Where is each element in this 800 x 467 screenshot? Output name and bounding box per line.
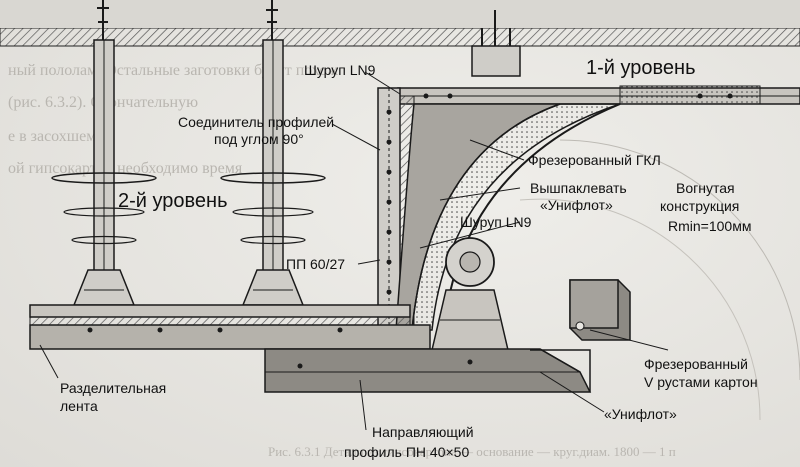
- screws: [87, 93, 733, 369]
- level1-profile: [397, 85, 800, 105]
- label-level-1: 1-й уровень: [586, 57, 696, 79]
- label-milled-v-line2: V рустами картон: [644, 374, 758, 390]
- label-connector-line1: Соединитель профилей: [178, 114, 335, 130]
- hanger-left: [51, 0, 157, 306]
- guide-profile: [264, 348, 592, 393]
- hanger-top: [471, 10, 521, 77]
- label-separator-line2: лента: [60, 398, 98, 414]
- ceiling-slab: [0, 0, 800, 47]
- label-connector-line2: под углом 90°: [214, 131, 304, 147]
- label-concave-line3: Rmin=100мм: [668, 218, 752, 234]
- background-text-line: ный пололам. Остальные заготовки будут п…: [8, 62, 338, 79]
- label-screw-top: Шуруп LN9: [304, 62, 376, 78]
- figure-caption: Рис. 6.3.1 Детали из гипсокартона — осно…: [268, 444, 676, 459]
- v-groove-board: [530, 279, 631, 392]
- label-guide-line1: Направляющий: [372, 424, 474, 440]
- label-screw-mid: Шуруп LN9: [460, 214, 532, 230]
- background-text-line: е в засохшем: [8, 128, 97, 145]
- label-milled-gkl: Фрезерованный ГКЛ: [528, 152, 661, 168]
- label-concave-line2: конструкция: [660, 198, 740, 214]
- label-putty-line2: «Унифлот»: [540, 197, 613, 213]
- label-milled-v-line1: Фрезерованный: [644, 356, 748, 372]
- hanger-right: [220, 0, 326, 306]
- label-putty-line1: Вышпаклевать: [530, 180, 627, 196]
- label-level-2: 2-й уровень: [118, 190, 228, 212]
- bending-roller: [431, 237, 509, 351]
- label-concave-line1: Вогнутая: [676, 180, 735, 196]
- leader-lines: [39, 71, 669, 431]
- label-guide-line2: профиль ПН 40×50: [344, 444, 470, 460]
- label-profile-pp: ПП 60/27: [286, 256, 346, 272]
- label-uniflot: «Унифлот»: [604, 406, 677, 422]
- level2-board: [29, 304, 431, 350]
- label-separator-line1: Разделительная: [60, 380, 167, 396]
- background-arc: [559, 139, 800, 381]
- background-text-line: ой гипсокартон необходимо время: [8, 160, 243, 177]
